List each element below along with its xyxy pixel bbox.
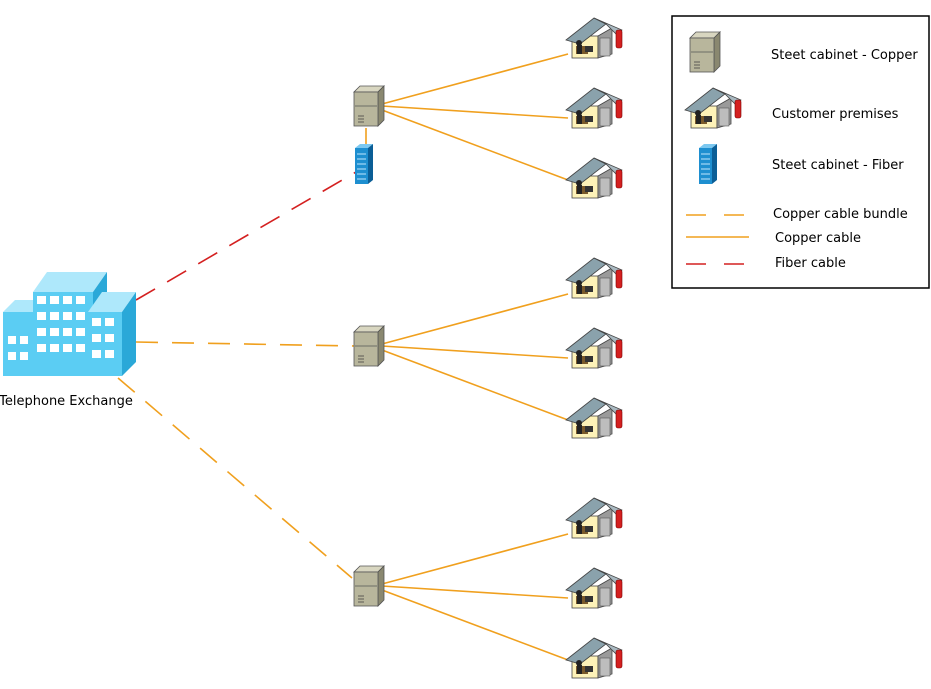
- copper-cable: [381, 349, 569, 421]
- fiber-street-cabinet-icon: [698, 143, 718, 185]
- fiber-cable: [135, 171, 357, 301]
- legend-label: Customer premises: [772, 107, 899, 122]
- customer-premises-house-icon: [565, 327, 623, 369]
- copper-cable: [381, 589, 569, 661]
- legend: Steet cabinet - Copper Customer premises…: [671, 15, 930, 289]
- copper-street-cabinet-icon: [353, 85, 385, 127]
- copper-cable: [381, 585, 569, 599]
- telephone-exchange-label: Telephone Exchange: [0, 394, 133, 409]
- legend-label: Steet cabinet - Copper: [771, 48, 918, 63]
- cables: [117, 53, 569, 661]
- customer-premises-group: [565, 257, 623, 439]
- customer-premises-house-icon: [565, 567, 623, 609]
- customer-premises-house-icon: [565, 637, 623, 679]
- customer-premises-house-icon: [565, 257, 623, 299]
- copper-street-cabinet-icon: [689, 31, 721, 73]
- legend-label: Fiber cable: [775, 256, 846, 271]
- customer-premises-group: [565, 497, 623, 679]
- copper-street-cabinet-icon: [353, 325, 385, 367]
- copper-cable: [381, 345, 569, 359]
- customer-premises-house-icon: [565, 157, 623, 199]
- copper-cable: [381, 533, 569, 585]
- customer-premises-group: [565, 17, 623, 199]
- fiber-street-cabinet-icon: [354, 143, 374, 185]
- copper-cable-bundle: [135, 341, 355, 347]
- customer-premises-house-icon: [565, 17, 623, 59]
- copper-cable-bundle: [117, 377, 353, 579]
- copper-cable: [381, 109, 569, 181]
- legend-label: Copper cable: [775, 231, 861, 246]
- copper-cable: [381, 105, 569, 119]
- telephone-exchange: Telephone Exchange: [0, 272, 136, 409]
- office-building-icon: [3, 272, 136, 376]
- customer-premises-house-icon: [565, 87, 623, 129]
- copper-cable: [381, 53, 569, 105]
- customer-premises-house-icon: [565, 397, 623, 439]
- legend-label: Steet cabinet - Fiber: [772, 158, 904, 173]
- copper-cable: [381, 293, 569, 345]
- copper-street-cabinet-icon: [353, 565, 385, 607]
- legend-label: Copper cable bundle: [773, 207, 908, 222]
- customer-premises-house-icon: [565, 497, 623, 539]
